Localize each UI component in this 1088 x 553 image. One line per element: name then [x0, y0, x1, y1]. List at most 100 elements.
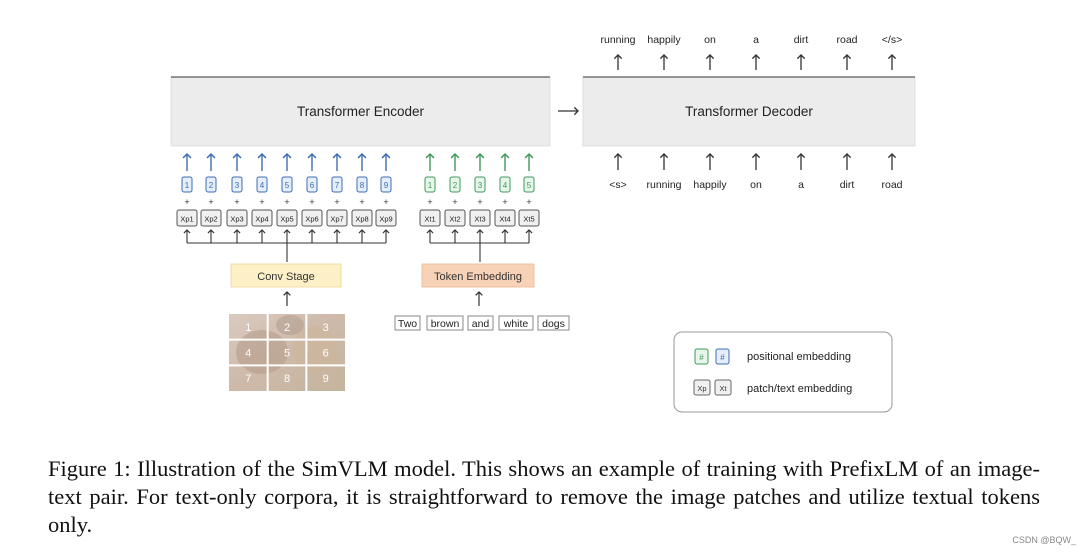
image-position-embedding: [380, 176, 392, 193]
text-token-label: Xt5: [523, 215, 534, 224]
text-token-embedding: [494, 209, 516, 227]
text-position-embedding: [499, 176, 511, 193]
token-embedding-label: Token Embedding: [434, 271, 522, 283]
image-patch-label: Xp6: [305, 215, 318, 224]
text-token-label: Xt3: [474, 215, 485, 224]
image-patch-label: Xp5: [280, 215, 293, 224]
image-patch-label: Xp2: [204, 215, 217, 224]
text-token-label: Xt2: [449, 215, 460, 224]
input-word: white: [503, 318, 529, 330]
text-position-number: 1: [428, 181, 433, 190]
image-position-number: 4: [260, 181, 265, 190]
plus-sign: +: [477, 197, 482, 207]
transformer-encoder-block: Transformer Encoder: [170, 76, 551, 147]
decoder-input-token: road: [881, 179, 902, 191]
text-position-embedding: [523, 176, 535, 193]
image-position-number: 8: [360, 181, 365, 190]
image-position-number: 6: [310, 181, 315, 190]
legend-xt-text: Xt: [719, 384, 727, 393]
image-position-embedding: [331, 176, 343, 193]
text-token-label: Xt1: [424, 215, 435, 224]
decoder-output-token: running: [600, 34, 635, 46]
plus-sign: +: [184, 197, 189, 207]
legend-positional-label: positional embedding: [747, 351, 851, 363]
image-patch-label: Xp3: [230, 215, 243, 224]
image-patch-label: Xp9: [379, 215, 392, 224]
image-position-number: 2: [209, 181, 214, 190]
dog-left-shape: [236, 330, 288, 374]
decoder-input-token: happily: [693, 179, 727, 191]
patch-number: 2: [284, 322, 290, 334]
decoder-input-token: on: [750, 179, 762, 191]
plus-sign: +: [502, 197, 507, 207]
image-patch-embedding: [301, 209, 323, 227]
image-patch-label: Xp8: [355, 215, 368, 224]
decoder-output-token: </s>: [882, 34, 902, 46]
legend-green-swatch: [694, 348, 709, 365]
legend-xp-text: Xp: [697, 384, 706, 393]
plus-sign: +: [259, 197, 264, 207]
text-position-number: 3: [478, 181, 483, 190]
image-position-embedding: [181, 176, 193, 193]
patch-number: 4: [245, 348, 251, 360]
figure-caption: Figure 1: Illustration of the SimVLM mod…: [48, 456, 1040, 537]
plus-sign: +: [383, 197, 388, 207]
input-word: brown: [431, 318, 460, 330]
image-patch-embedding: [351, 209, 373, 227]
dog-right-shape: [293, 326, 337, 374]
encoder-title: Transformer Encoder: [297, 104, 425, 119]
decoder-output-token: happily: [647, 34, 681, 46]
image-patch-label: Xp1: [180, 215, 193, 224]
patch-number: 7: [245, 373, 251, 385]
legend-xp-swatch: [693, 379, 711, 396]
decoder-output-token: a: [753, 34, 759, 46]
text-token-embedding: [419, 209, 441, 227]
patch-number: 6: [323, 348, 329, 360]
plus-sign: +: [284, 197, 289, 207]
plus-sign: +: [334, 197, 339, 207]
image-position-embedding: [256, 176, 268, 193]
text-position-embedding: [474, 176, 486, 193]
plus-sign: +: [526, 197, 531, 207]
text-position-number: 5: [527, 181, 532, 190]
watermark: CSDN @BQW_: [1012, 535, 1076, 545]
image-position-embedding: [231, 176, 243, 193]
input-word-box: [498, 315, 534, 331]
legend-blue-hash: #: [720, 353, 725, 362]
conv-stage-label: Conv Stage: [257, 271, 314, 283]
simvlm-diagram: Transformer Encoder Transformer Decoder …: [170, 34, 916, 413]
image-patch-embedding: [226, 209, 248, 227]
decoder-title: Transformer Decoder: [685, 104, 813, 119]
conv-stage: Conv Stage: [230, 263, 342, 288]
patch-number: 5: [284, 348, 290, 360]
plus-sign: +: [359, 197, 364, 207]
input-word: dogs: [542, 318, 565, 330]
plus-sign: +: [234, 197, 239, 207]
image-patch-embedding: [326, 209, 348, 227]
image-position-embedding: [306, 176, 318, 193]
legend-green-hash: #: [699, 353, 704, 362]
decoder-input-token: <s>: [609, 179, 627, 191]
text-token-embedding: [444, 209, 466, 227]
legend-blue-swatch: [715, 348, 730, 365]
legend-xt-swatch: [714, 379, 732, 396]
image-position-embedding: [205, 176, 217, 193]
input-word-box: [394, 315, 421, 331]
input-word: Two: [398, 318, 417, 330]
image-position-embedding: [281, 176, 293, 193]
image-patch-embedding: [375, 209, 397, 227]
decoder-output-token: dirt: [794, 34, 809, 46]
plus-sign: +: [208, 197, 213, 207]
decoder-input-token: dirt: [840, 179, 855, 191]
image-position-number: 1: [185, 181, 190, 190]
decoder-input-token: a: [798, 179, 804, 191]
image-patch-embedding: [176, 209, 198, 227]
image-branch: 1+Xp12+Xp23+Xp34+Xp45+Xp56+Xp67+Xp78+Xp8…: [176, 152, 397, 262]
text-position-embedding: [424, 176, 436, 193]
token-embedding: Token Embedding: [421, 263, 535, 288]
text-position-embedding: [449, 176, 461, 193]
legend-patch-label: patch/text embedding: [747, 383, 852, 395]
